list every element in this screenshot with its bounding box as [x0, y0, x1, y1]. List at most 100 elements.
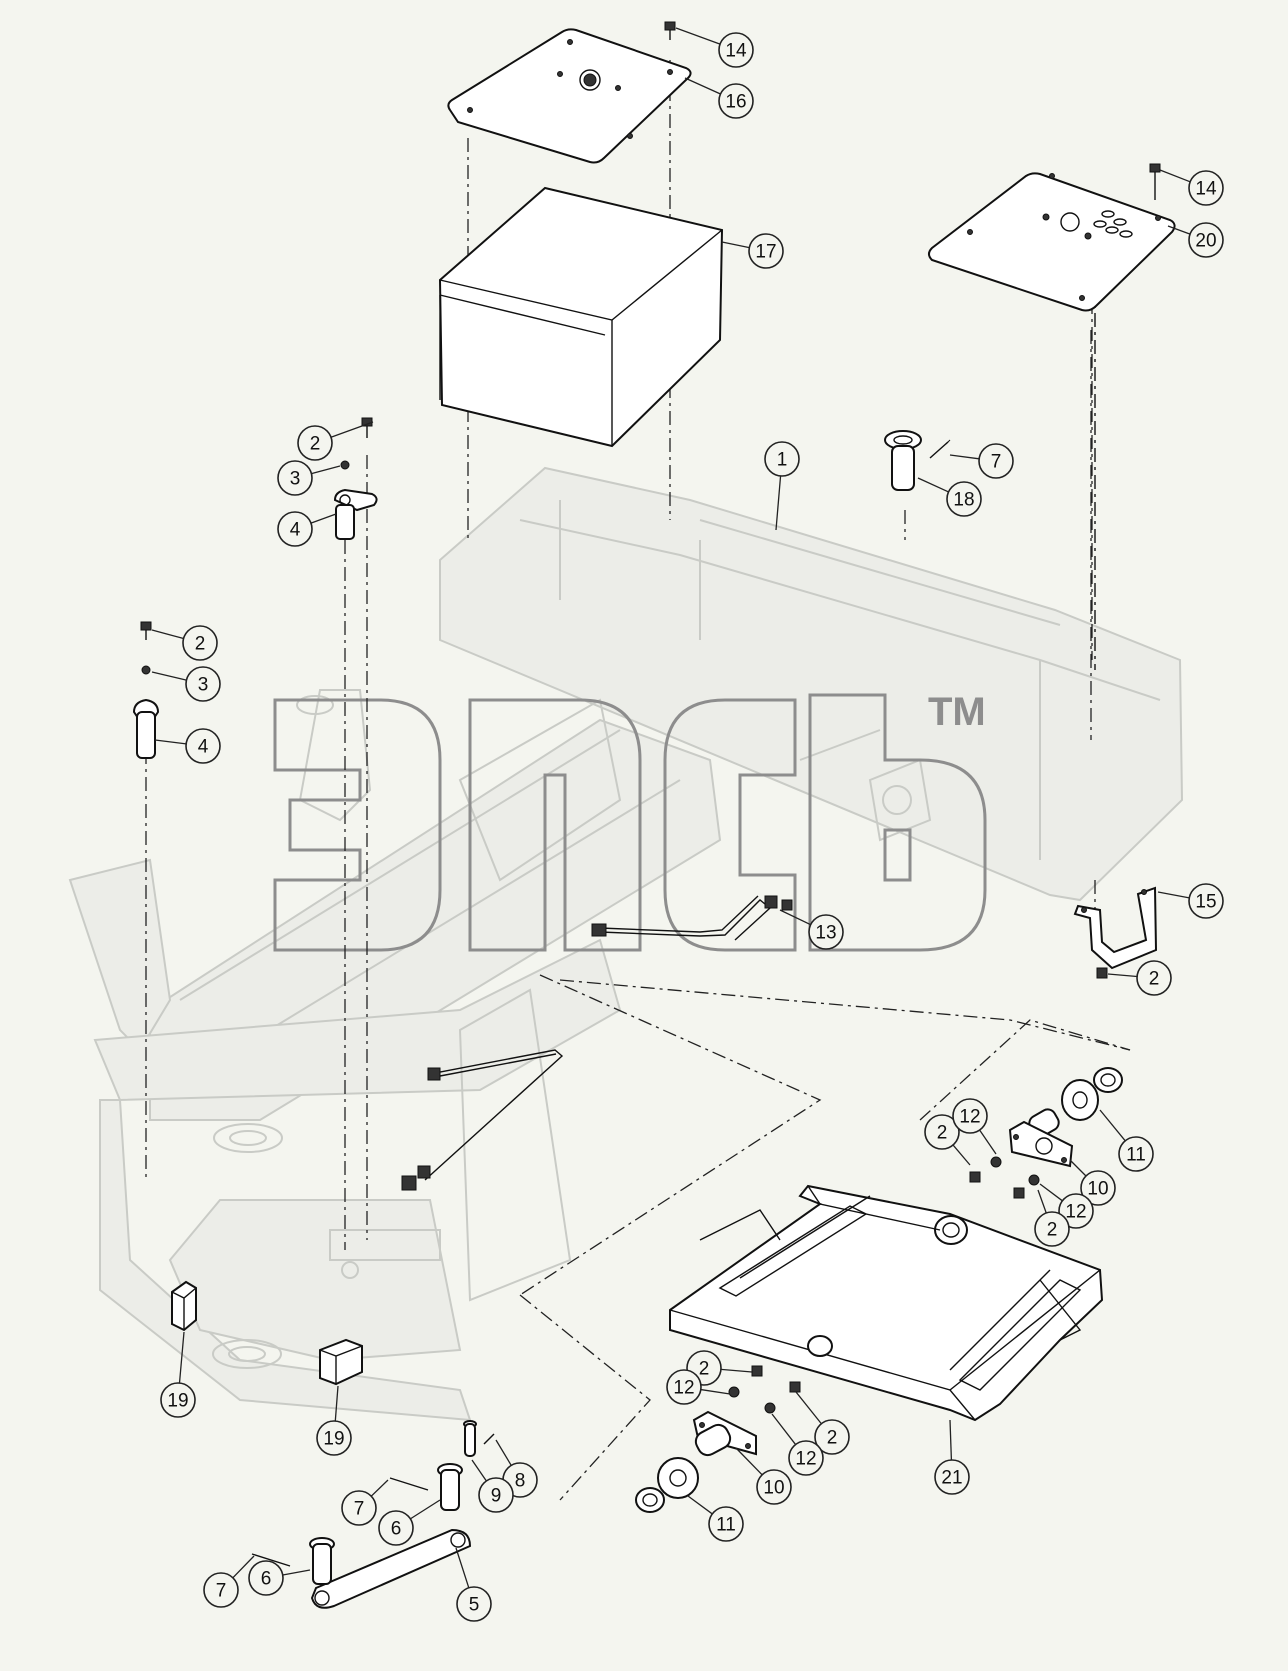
- block-19-center: [319, 1338, 363, 1386]
- callout-19: 19: [160, 1331, 196, 1418]
- callout-12: 12: [952, 1098, 997, 1155]
- pin-9: [463, 1420, 495, 1457]
- callout-leader-line: [700, 1388, 731, 1395]
- callout-label: 2: [1149, 969, 1160, 990]
- callout-label: 1: [777, 450, 788, 471]
- callout-3: 3: [277, 460, 341, 496]
- callout-leader-line: [455, 1547, 470, 1589]
- callout-label: 5: [469, 1595, 480, 1616]
- callout-6: 6: [378, 1499, 441, 1546]
- callout-circle: [788, 1440, 824, 1476]
- callout-leader-line: [1037, 1189, 1047, 1214]
- callout-16: 16: [684, 77, 754, 119]
- callout-label: 14: [725, 41, 747, 62]
- callout-14: 14: [1159, 169, 1224, 206]
- callout-leader-line: [735, 1447, 763, 1476]
- callout-label: 6: [261, 1569, 272, 1590]
- callout-15: 15: [1157, 883, 1224, 919]
- callout-leader-line: [952, 1144, 971, 1166]
- callout-label: 14: [1195, 179, 1217, 200]
- callout-2: 2: [297, 421, 374, 461]
- callout-leader-line: [771, 1413, 797, 1445]
- tie-rod: [401, 1049, 564, 1191]
- callout-7: 7: [203, 1555, 255, 1608]
- callout-leader-line: [1159, 169, 1191, 183]
- callout-leader-line: [311, 465, 341, 475]
- callout-leader-line: [795, 1391, 822, 1425]
- callout-circle: [478, 1477, 514, 1513]
- callout-circle: [764, 441, 800, 477]
- callout-leader-line: [1107, 973, 1138, 978]
- callout-leader-line: [471, 1459, 487, 1482]
- callout-leader-line: [684, 77, 721, 95]
- callout-circle: [277, 511, 313, 547]
- callout-label: 4: [198, 737, 209, 758]
- callout-circle: [160, 1382, 196, 1418]
- bolt-14-right: [1149, 163, 1161, 200]
- callout-circle: [1136, 960, 1172, 996]
- callout-17: 17: [721, 233, 784, 269]
- battery-box-17: [438, 186, 724, 448]
- callout-leader-line: [1167, 225, 1191, 235]
- callout-leader-line: [154, 739, 187, 745]
- callout-label: 2: [699, 1359, 710, 1380]
- callout-7: 7: [341, 1479, 389, 1526]
- callout-circle: [756, 1469, 792, 1505]
- callout-11: 11: [687, 1495, 744, 1542]
- callout-label: 2: [937, 1123, 948, 1144]
- callout-leader-line: [949, 1419, 953, 1461]
- callout-leader-line: [1099, 1109, 1126, 1142]
- callout-circle: [1058, 1193, 1094, 1229]
- callout-circle: [1034, 1211, 1070, 1247]
- callout-label: 7: [354, 1499, 365, 1520]
- callout-label: 3: [198, 675, 209, 696]
- callout-circle: [182, 625, 218, 661]
- callout-label: 12: [795, 1449, 816, 1470]
- callout-leader-line: [409, 1499, 441, 1520]
- watermark-logo: TM: [273, 690, 987, 952]
- callout-circle: [316, 1420, 352, 1456]
- callout-circle: [748, 233, 784, 269]
- callout-label: 20: [1195, 231, 1216, 252]
- callout-label: 3: [290, 469, 301, 490]
- callout-2: 2: [151, 625, 218, 661]
- callout-3: 3: [151, 666, 221, 702]
- left-pin-assembly: [132, 621, 160, 759]
- callout-label: 19: [323, 1429, 344, 1450]
- callout-2: 2: [924, 1114, 971, 1166]
- callout-label: 7: [216, 1581, 227, 1602]
- trademark-text: TM: [928, 690, 986, 734]
- callout-2: 2: [1034, 1189, 1070, 1247]
- callout-leader-line: [949, 454, 980, 460]
- axle-frame-21: [669, 1184, 1104, 1422]
- callout-circle: [814, 1419, 850, 1455]
- callout-leader-line: [775, 475, 782, 531]
- callout-circle: [1188, 170, 1224, 206]
- link-bar-5: [310, 1528, 472, 1609]
- callout-leader-line: [779, 909, 811, 926]
- callout-circle: [1118, 1136, 1154, 1172]
- callout-label: 6: [391, 1519, 402, 1540]
- callout-circle: [341, 1490, 377, 1526]
- callout-18: 18: [917, 477, 982, 517]
- main-frame-ghost: [68, 466, 1184, 1422]
- callout-2: 2: [795, 1391, 850, 1455]
- callout-leader-line: [151, 671, 187, 681]
- callout-leader-line: [687, 1495, 713, 1515]
- callout-7: 7: [949, 443, 1014, 479]
- callout-leader-line: [1157, 891, 1190, 899]
- callout-9: 9: [471, 1459, 514, 1513]
- callout-leader-line: [1069, 1159, 1087, 1177]
- callout-label: 2: [1047, 1220, 1058, 1241]
- callout-11: 11: [1099, 1109, 1154, 1172]
- callout-leader-line: [721, 241, 750, 249]
- callout-label: 16: [725, 92, 746, 113]
- callout-20: 20: [1167, 222, 1224, 258]
- callout-leader-line: [151, 629, 184, 640]
- callout-21: 21: [934, 1419, 970, 1495]
- callout-label: 12: [959, 1107, 980, 1128]
- callout-label: 18: [953, 490, 974, 511]
- callout-label: 19: [167, 1391, 188, 1412]
